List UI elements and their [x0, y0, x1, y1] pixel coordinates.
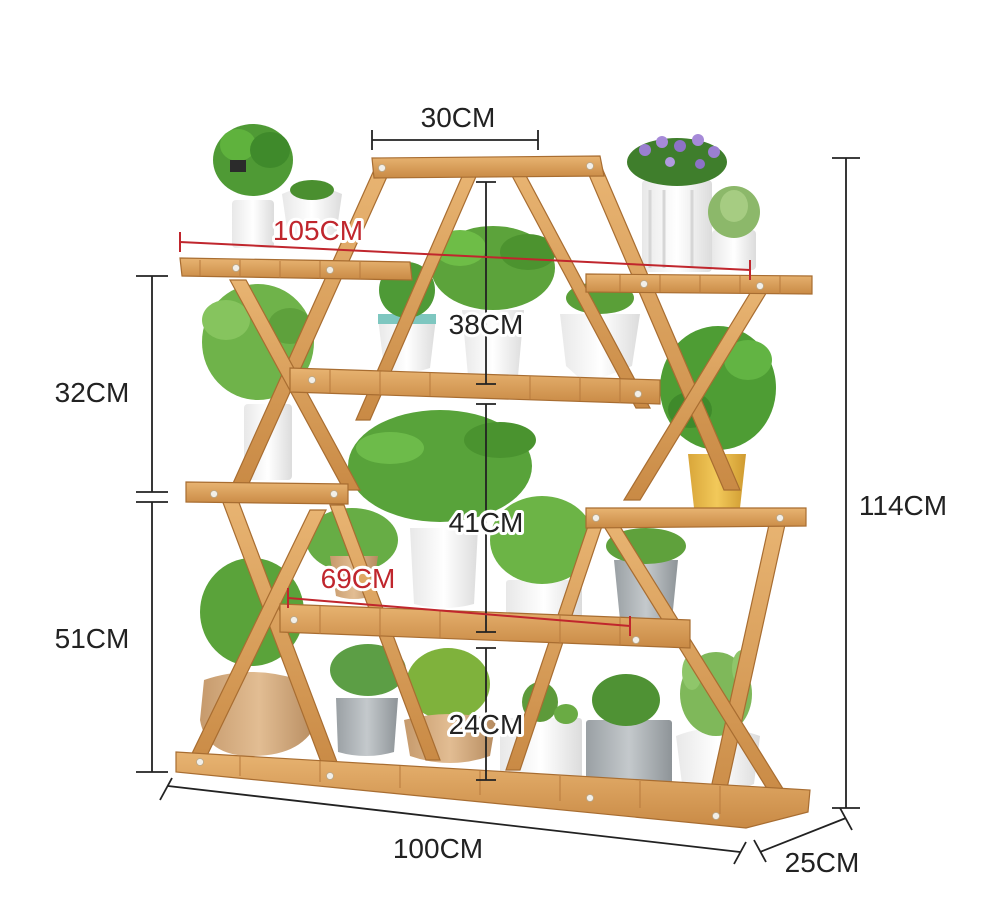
shelf-upper-left	[179, 257, 413, 281]
label-gap-middle: 41CM	[449, 507, 524, 538]
shelf-second	[289, 367, 661, 405]
label-gap-bottom: 24CM	[449, 709, 524, 740]
label-upper-width: 105CM	[273, 215, 363, 246]
shelf-slats	[199, 260, 781, 814]
label-total-height: 114CM	[859, 490, 947, 521]
potted-plant-bottom-right-square	[586, 674, 672, 786]
shelf-frame	[175, 155, 813, 829]
label-gap-top: 38CM	[449, 309, 524, 340]
shelf-upper-right	[585, 273, 813, 295]
dim-line-base-length	[167, 785, 741, 853]
potted-plant-top-left	[213, 124, 293, 248]
shelf-middle-left	[185, 481, 349, 505]
dim-line-lower-width	[287, 597, 631, 627]
dimension-lines	[136, 130, 860, 865]
flower-plant-top-right	[627, 134, 727, 272]
label-depth: 25CM	[785, 847, 860, 878]
label-lower-width: 69CM	[321, 563, 396, 594]
shelf-lower	[279, 603, 691, 649]
shelf-top	[371, 155, 605, 179]
shelf-middle-right	[585, 507, 807, 529]
dim-line-depth	[759, 817, 847, 853]
succulent-top-right	[708, 186, 760, 270]
dim-line-upper-width	[179, 241, 751, 271]
label-base-length: 100CM	[393, 833, 483, 864]
label-upper-side-height: 32CM	[55, 377, 130, 408]
label-top-width: 30CM	[421, 102, 496, 133]
label-lower-side-height: 51CM	[55, 623, 130, 654]
frame-screws	[196, 162, 784, 820]
potted-plant-upper-center	[431, 226, 556, 380]
shelf-bottom	[175, 751, 811, 829]
dimension-lines-red	[179, 232, 751, 636]
pot-top-left-bowl	[282, 180, 342, 241]
